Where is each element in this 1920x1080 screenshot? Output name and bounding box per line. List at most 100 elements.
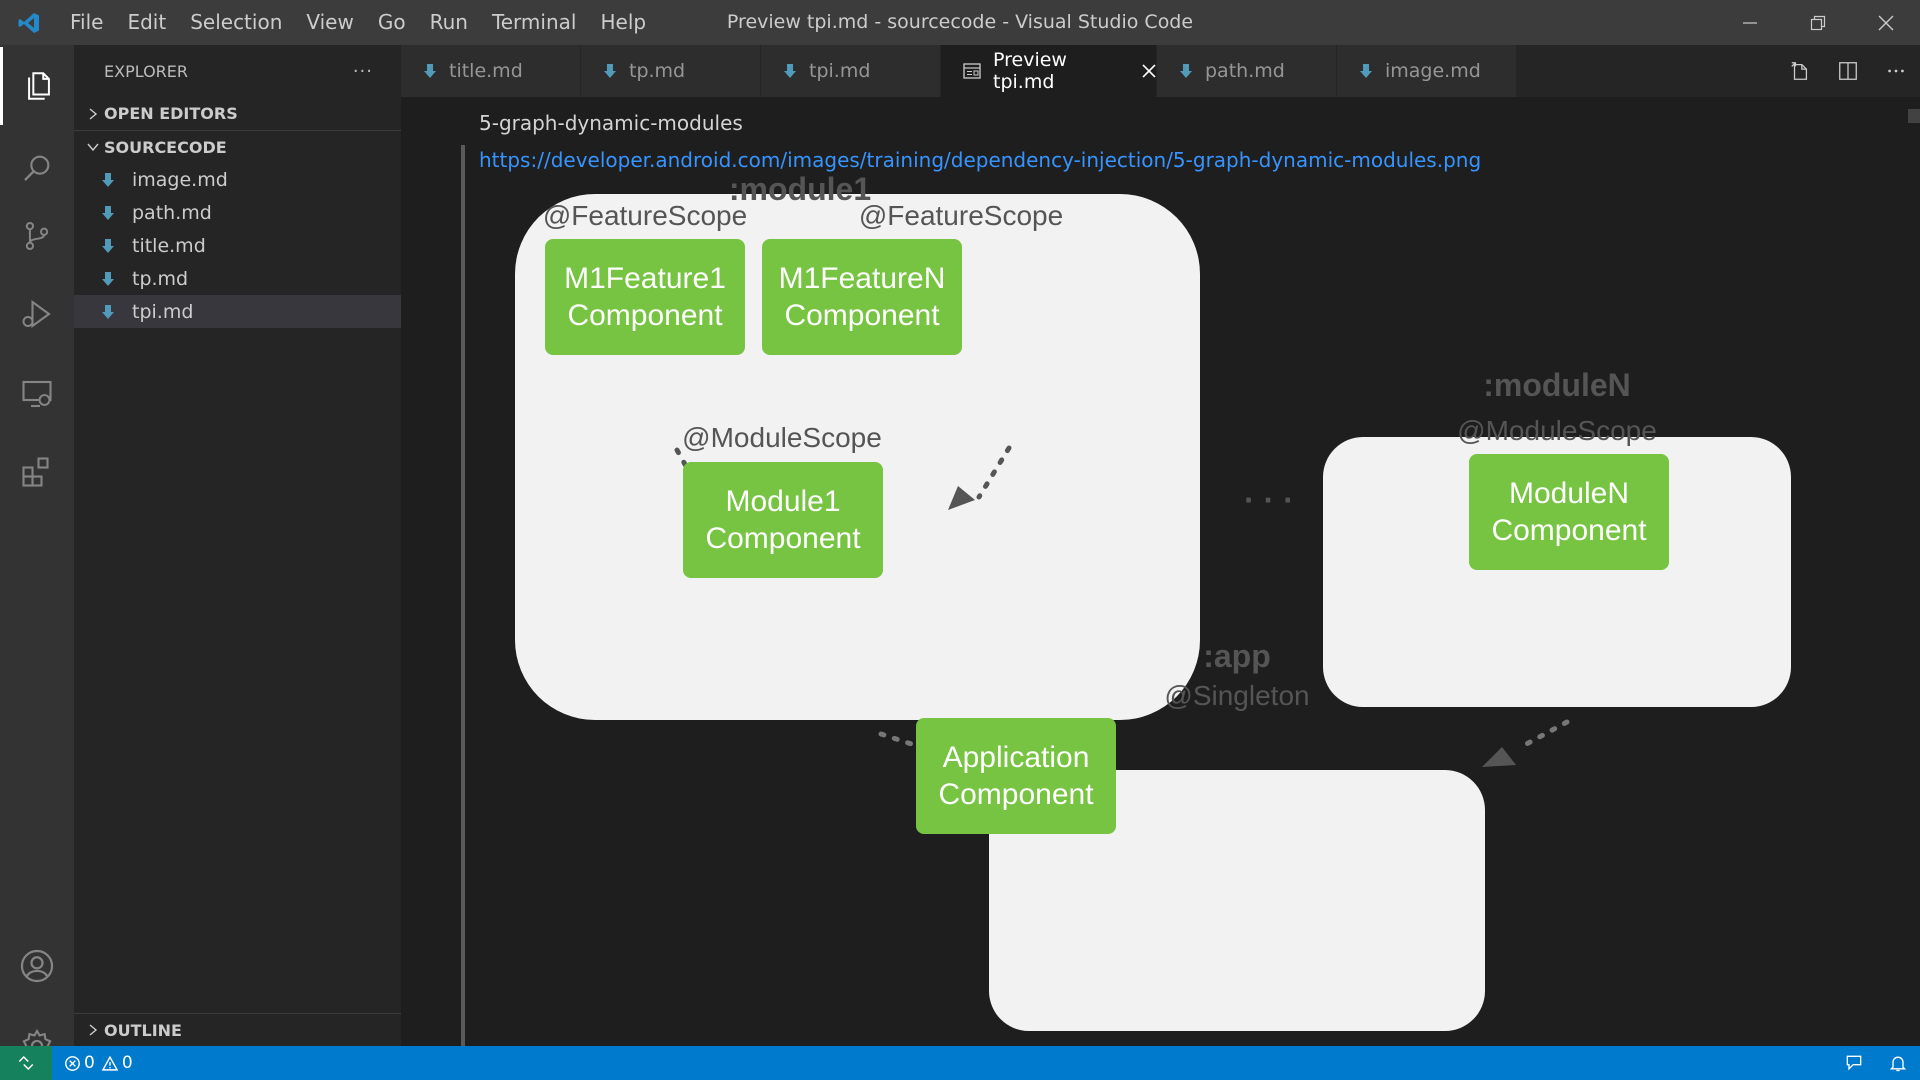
moduleN-line1: ModuleN: [1508, 477, 1630, 510]
tab-title-md[interactable]: title.md: [401, 45, 581, 97]
menu-go[interactable]: Go: [377, 10, 406, 34]
warning-count: 0: [121, 1053, 133, 1073]
application-line1: Application: [942, 741, 1090, 774]
problems-indicator[interactable]: 0 0: [64, 1053, 139, 1073]
module1-module-scope: @ModuleScope: [682, 422, 882, 453]
minimize-icon: [1743, 21, 1757, 24]
remote-icon: [18, 1055, 34, 1071]
outline-section[interactable]: OUTLINE: [74, 1013, 401, 1046]
markdown-file-icon: [98, 271, 118, 287]
tab-tp-md[interactable]: tp.md: [581, 45, 761, 97]
file-label: path.md: [132, 201, 212, 224]
folder-label: SOURCECODE: [104, 137, 227, 157]
remote-indicator-button[interactable]: [0, 1046, 52, 1080]
run-debug-activity[interactable]: [0, 275, 74, 353]
more-editor-actions-button[interactable]: [1872, 45, 1920, 97]
more-actions-button[interactable]: ···: [352, 60, 373, 82]
notifications-button[interactable]: [1876, 1053, 1920, 1073]
file-label: tp.md: [132, 267, 189, 290]
open-editors-label: OPEN EDITORS: [104, 104, 238, 123]
moduleN-line2: Component: [1491, 514, 1647, 547]
close-tab-icon[interactable]: [1142, 64, 1156, 78]
feedback-button[interactable]: [1832, 1053, 1876, 1073]
scrollbar-thumb[interactable]: [1908, 109, 1920, 123]
open-source-button[interactable]: [1776, 45, 1824, 97]
explorer-activity[interactable]: [0, 47, 74, 125]
module1-feature-scope-left: @FeatureScope: [542, 200, 748, 231]
module1-line2: Component: [705, 522, 861, 555]
activity-bar: 1: [0, 45, 74, 1072]
application-line2: Component: [938, 778, 1094, 811]
tab-image-md[interactable]: image.md: [1337, 45, 1517, 97]
search-icon: [24, 155, 50, 181]
m1feature1-component-box: M1Feature1 Component: [545, 239, 745, 355]
remote-explorer-icon: [22, 380, 52, 408]
markdown-file-icon: [1359, 63, 1373, 79]
file-item-tpi-md[interactable]: tpi.md: [74, 295, 401, 328]
title-bar: File Edit Selection View Go Run Terminal…: [0, 0, 1920, 45]
vscode-logo-icon: [0, 0, 58, 45]
open-editors-section[interactable]: OPEN EDITORS: [74, 97, 401, 130]
preview-link[interactable]: https://developer.android.com/images/tra…: [479, 148, 1482, 172]
explorer-header: EXPLORER ···: [74, 45, 401, 97]
split-editor-button[interactable]: [1824, 45, 1872, 97]
markdown-file-icon: [98, 238, 118, 254]
menu-help[interactable]: Help: [600, 10, 647, 34]
tab-label: path.md: [1205, 60, 1285, 82]
restore-icon: [1810, 15, 1826, 30]
module1-line1: Module1: [725, 485, 841, 518]
tab-path-md[interactable]: path.md: [1157, 45, 1337, 97]
file-item-tp-md[interactable]: tp.md: [74, 262, 401, 295]
error-icon: [65, 1055, 80, 1071]
m1featureN-line1: M1FeatureN: [778, 262, 946, 295]
m1feature1-line1: M1Feature1: [564, 262, 726, 295]
menu-bar: File Edit Selection View Go Run Terminal…: [58, 0, 658, 45]
menu-edit[interactable]: Edit: [127, 10, 167, 34]
tab-preview-tpi-md[interactable]: Preview tpi.md: [941, 45, 1157, 97]
menu-view[interactable]: View: [306, 10, 354, 34]
close-icon: [1878, 15, 1894, 30]
search-activity[interactable]: [0, 129, 74, 207]
status-bar: 0 0: [0, 1046, 1920, 1080]
status-bar-right: [1832, 1046, 1920, 1080]
tab-label: Preview tpi.md: [993, 49, 1067, 93]
m1featureN-component-box: M1FeatureN Component: [762, 239, 962, 355]
explorer-sidebar: EXPLORER ··· OPEN EDITORS SOURCECODE ima…: [74, 45, 401, 1046]
menu-run[interactable]: Run: [429, 10, 468, 34]
bell-icon: [1889, 1056, 1907, 1072]
menu-selection[interactable]: Selection: [190, 10, 283, 34]
explorer-title: EXPLORER: [104, 61, 188, 81]
extensions-activity[interactable]: [0, 433, 74, 511]
accounts-activity[interactable]: [0, 927, 74, 1005]
window-controls: [1716, 0, 1920, 45]
markdown-file-icon: [98, 172, 118, 188]
source-control-activity[interactable]: [0, 197, 74, 275]
tab-tpi-md[interactable]: tpi.md: [761, 45, 941, 97]
chevron-right-icon: [82, 107, 104, 120]
minimize-button[interactable]: [1716, 0, 1784, 45]
moduleN-component-box: ModuleN Component: [1469, 454, 1669, 570]
file-item-title-md[interactable]: title.md: [74, 229, 401, 262]
outline-label: OUTLINE: [104, 1020, 182, 1040]
tab-label: title.md: [449, 60, 523, 82]
tab-label: tpi.md: [809, 60, 871, 82]
arrow-moduleN-to-app: [1518, 719, 1570, 750]
menu-file[interactable]: File: [70, 10, 104, 34]
sourcecode-folder-section[interactable]: SOURCECODE: [74, 130, 401, 163]
app-container: [989, 770, 1485, 1031]
file-label: image.md: [132, 168, 228, 191]
remote-explorer-activity[interactable]: [0, 355, 74, 433]
file-item-path-md[interactable]: path.md: [74, 196, 401, 229]
editor-actions: [1776, 45, 1920, 97]
close-window-button[interactable]: [1852, 0, 1920, 45]
editor-tab-bar: title.md tp.md tpi.md Preview tpi.md pat…: [401, 45, 1920, 97]
chevron-right-icon: [82, 1024, 104, 1036]
module1-component-box: Module1 Component: [683, 462, 883, 578]
menu-terminal[interactable]: Terminal: [491, 10, 577, 34]
open-file-icon: [1791, 62, 1808, 80]
chevron-down-icon: [82, 141, 104, 153]
moduleN-container: [1323, 437, 1791, 707]
restore-button[interactable]: [1784, 0, 1852, 45]
file-item-image-md[interactable]: image.md: [74, 163, 401, 196]
extensions-icon: [22, 457, 49, 487]
